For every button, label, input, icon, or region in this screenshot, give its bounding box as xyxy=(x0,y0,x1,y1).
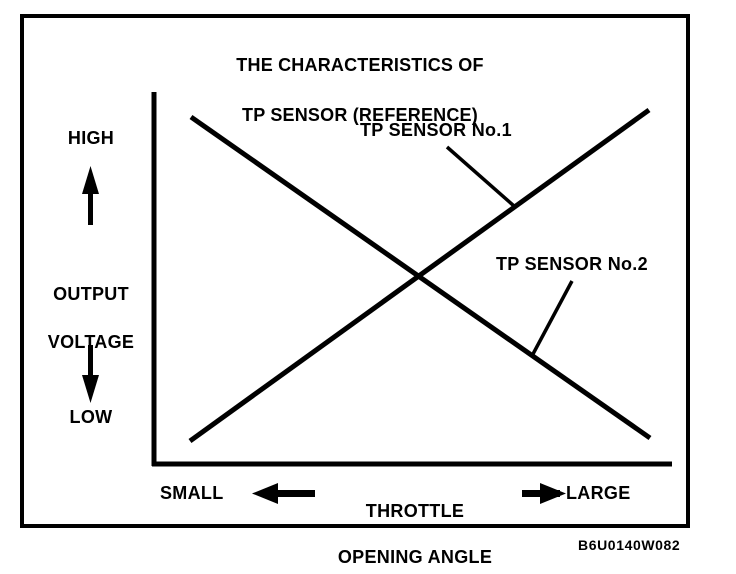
x-axis-small-label: SMALL xyxy=(160,483,224,503)
annotation-label-tp-sensor-no1: TP SENSOR No.1 xyxy=(360,120,512,140)
figure-reference-code: B6U0140W082 xyxy=(578,537,681,553)
annotation-label-tp-sensor-no2: TP SENSOR No.2 xyxy=(496,254,648,274)
y-axis-title-line-1: OUTPUT xyxy=(53,284,129,304)
y-axis-low-label: LOW xyxy=(69,407,113,427)
y-axis-title: OUTPUT VOLTAGE xyxy=(30,258,152,354)
y-axis-title-line-2: VOLTAGE xyxy=(47,332,135,352)
x-axis-title-line-1: THROTTLE xyxy=(365,501,465,521)
figure-title-line-1: THE CHARACTERISTICS OF xyxy=(236,55,484,75)
x-axis-title: THROTTLE OPENING ANGLE xyxy=(300,477,530,569)
y-axis-high-label: HIGH xyxy=(67,128,115,148)
x-axis-large-label: LARGE xyxy=(566,483,631,503)
x-axis-title-line-2: OPENING ANGLE xyxy=(337,547,493,567)
